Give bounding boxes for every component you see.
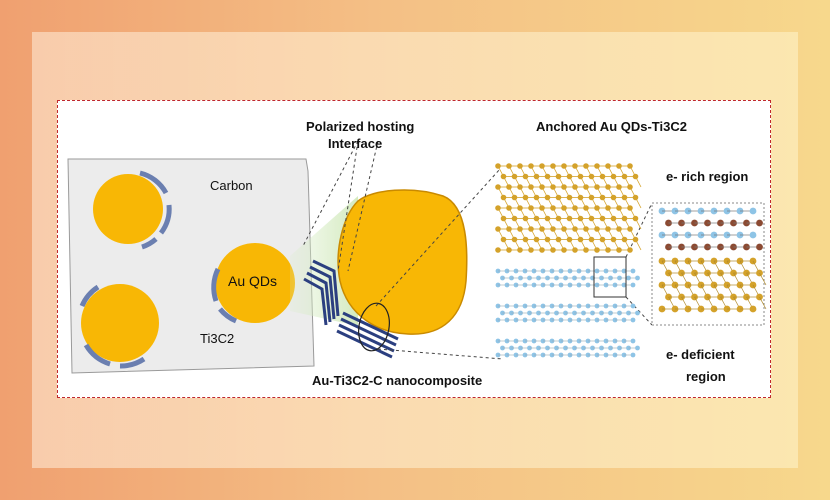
label-e-deficient-2: region — [686, 369, 726, 384]
inset-atom — [756, 219, 763, 227]
label-e-rich: e- rich region — [666, 169, 749, 184]
crystal-mxene-layers — [495, 268, 640, 358]
mxene-atom — [630, 317, 636, 323]
gold-atom — [627, 184, 633, 190]
label-nanocomposite: Au-Ti3C2-C nanocomposite — [312, 373, 483, 388]
label-carbon: Carbon — [210, 178, 253, 193]
inset-atom — [756, 243, 763, 251]
label-e-deficient-1: e- deficient — [666, 347, 735, 362]
crystal-gold-network — [495, 163, 642, 253]
inset-lattice — [658, 207, 767, 313]
mxene-atom — [630, 303, 636, 309]
mxene-atom — [630, 338, 636, 344]
mxene-atom — [630, 268, 636, 274]
mxene-atom — [635, 345, 640, 351]
gold-atom — [627, 247, 633, 253]
gold-atom — [632, 215, 639, 222]
au-particle-2 — [79, 284, 159, 369]
gold-atom — [632, 173, 639, 180]
gold-atom — [632, 194, 639, 201]
mxene-atom — [635, 310, 640, 316]
au-particle-1 — [93, 170, 172, 250]
zoom-beam — [290, 196, 358, 326]
mxene-atom — [630, 352, 636, 358]
mxene-atom — [635, 275, 640, 281]
mxene-atom — [630, 282, 636, 288]
label-anchored: Anchored Au QDs-Ti3C2 — [536, 119, 687, 134]
label-ti3c2: Ti3C2 — [200, 331, 235, 346]
label-polarized-1: Polarized hosting — [306, 119, 415, 134]
au-particle-3 — [211, 243, 295, 324]
zoom-box — [593, 256, 627, 298]
gold-atom — [627, 205, 633, 211]
gold-atom — [627, 226, 633, 232]
inset-gold-atom — [749, 305, 757, 313]
schematic-graphic — [67, 140, 767, 374]
label-au-qds: Au QDs — [228, 273, 278, 289]
label-polarized-2: Interface — [328, 136, 383, 151]
pointer-lines — [302, 140, 653, 360]
inset-atom — [749, 207, 757, 215]
au-particle-large — [303, 189, 468, 359]
figure-frame: Carbon Au QDs Ti3C2 Polarized hosting In… — [57, 100, 771, 398]
inset-atom — [749, 231, 757, 239]
